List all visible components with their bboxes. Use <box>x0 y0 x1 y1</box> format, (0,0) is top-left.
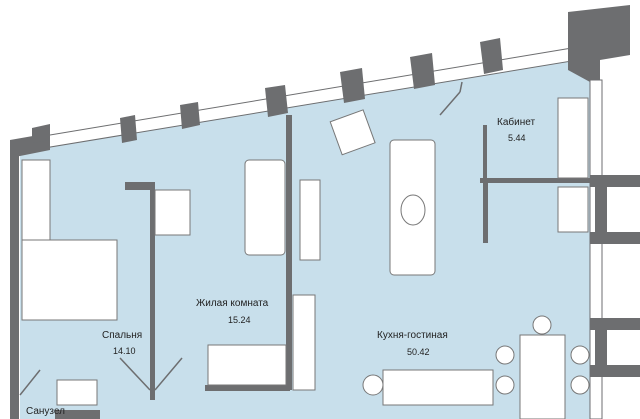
left-wall <box>10 150 19 419</box>
bed <box>21 239 118 321</box>
room-label-living: Жилая комната <box>196 298 269 309</box>
kitchen-unit <box>292 294 316 391</box>
room-label-bathroom: Санузел <box>26 406 65 417</box>
bedroom-wardrobe <box>21 159 51 241</box>
pouf <box>400 194 426 226</box>
study-shelf <box>557 97 589 179</box>
door-swings <box>19 81 463 396</box>
kitchen-counter <box>207 344 287 386</box>
study-desk <box>557 186 589 233</box>
room-area-living: 15.24 <box>228 315 251 325</box>
room-label-bedroom: Спальня <box>102 330 143 341</box>
desk-bedroom <box>154 189 191 236</box>
right-wall-piers <box>590 175 640 377</box>
furniture <box>21 97 590 419</box>
interior-walls <box>55 115 590 419</box>
kitchen-island <box>382 369 494 406</box>
room-area-bedroom: 14.10 <box>113 346 136 356</box>
dining-table <box>519 334 566 419</box>
tv-stand <box>299 179 321 261</box>
armchair <box>329 109 376 156</box>
room-area-study: 5.44 <box>508 133 526 143</box>
room-label-study: Кабинет <box>497 117 536 128</box>
bath-cabinet <box>56 379 98 406</box>
top-wall-piers <box>10 5 630 158</box>
room-area-kitchen-living: 50.42 <box>407 347 430 357</box>
sofa-living <box>244 159 286 256</box>
room-label-kitchen-living: Кухня-гостиная <box>377 330 448 341</box>
